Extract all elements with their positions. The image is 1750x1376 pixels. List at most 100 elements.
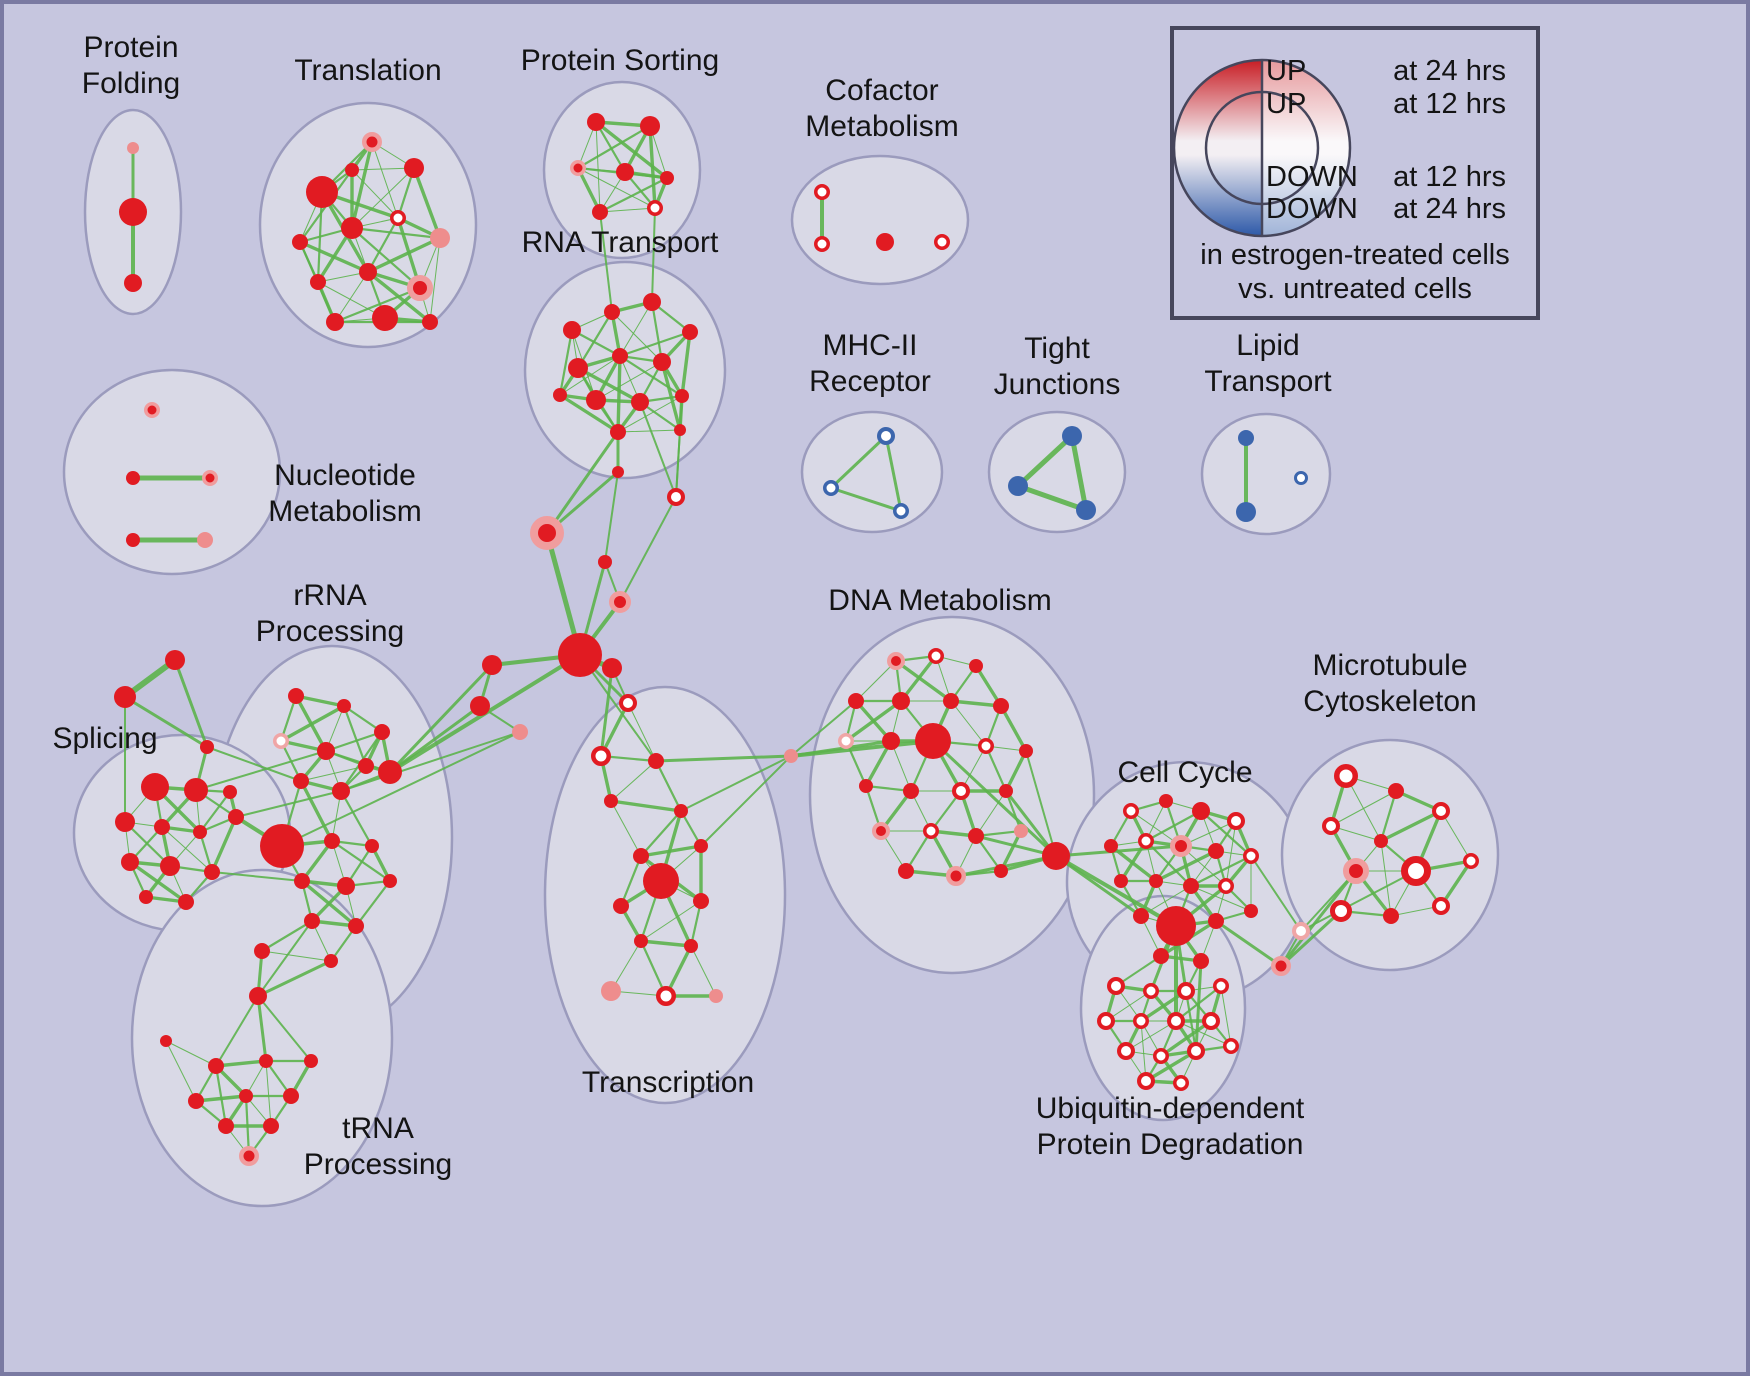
network-edge — [680, 330, 692, 398]
network-node — [1292, 922, 1310, 940]
network-node — [1170, 835, 1192, 857]
cluster-label-protein-sorting: Protein Sorting — [521, 44, 719, 77]
network-edge — [599, 666, 614, 758]
network-edge — [1379, 809, 1443, 843]
network-node — [612, 466, 624, 478]
network-node — [273, 733, 289, 749]
network-node — [823, 480, 839, 496]
network-edge — [1140, 1020, 1147, 1082]
network-node — [604, 794, 618, 808]
network-node — [1114, 874, 1128, 888]
network-node — [892, 692, 910, 710]
network-node — [1133, 908, 1149, 924]
network-node — [859, 779, 873, 793]
network-node — [872, 822, 890, 840]
legend-direction-1: UP — [1266, 88, 1306, 120]
network-edge — [294, 694, 346, 708]
network-edge — [1025, 750, 1057, 857]
network-edge — [1220, 985, 1232, 1047]
legend-direction-3: DOWN — [1266, 193, 1358, 225]
network-node — [1244, 904, 1258, 918]
network-node — [1062, 426, 1082, 446]
network-node — [293, 773, 309, 789]
cluster-label-mhc-ii-receptor: MHC-II — [823, 329, 918, 362]
network-edge — [690, 945, 717, 997]
cluster-ellipse-rna-transport — [523, 260, 727, 480]
network-node — [204, 864, 220, 880]
network-node — [121, 853, 139, 871]
network-node — [1042, 842, 1070, 870]
network-node — [1223, 1038, 1239, 1054]
network-edge — [211, 871, 303, 882]
network-node — [946, 866, 966, 886]
network-edge — [617, 429, 681, 433]
legend-caption-1: vs. untreated cells — [1238, 273, 1472, 305]
network-node — [193, 825, 207, 839]
network-edge — [351, 167, 415, 229]
network-node — [1183, 878, 1199, 894]
network-node — [602, 658, 622, 678]
network-edge — [165, 1040, 217, 1067]
network-edge — [651, 207, 656, 303]
network-node — [978, 738, 994, 754]
cluster-label-cofactor-metabolism: Metabolism — [805, 110, 958, 143]
network-node — [362, 132, 382, 152]
network-edge — [260, 919, 314, 953]
network-node — [1153, 948, 1169, 964]
network-node — [324, 833, 340, 849]
network-node — [1153, 1048, 1169, 1064]
network-edge — [616, 354, 622, 434]
network-edge — [342, 704, 368, 768]
network-edge — [559, 355, 621, 396]
legend-caption-0: in estrogen-treated cells — [1200, 239, 1510, 271]
network-node — [612, 348, 628, 364]
cluster-label-lipid-transport: Transport — [1204, 365, 1332, 398]
network-node — [223, 785, 237, 799]
network-edge — [412, 166, 442, 240]
cluster-label-nucleotide-metabolism: Metabolism — [268, 495, 421, 528]
network-node — [631, 393, 649, 411]
network-edge — [610, 800, 642, 857]
network-node — [1322, 817, 1340, 835]
network-edge — [675, 429, 681, 498]
network-edge — [999, 704, 1028, 753]
network-edge — [1379, 789, 1398, 843]
network-edge — [639, 939, 668, 998]
network-edge — [366, 236, 442, 274]
network-node — [882, 732, 900, 750]
network-node — [359, 263, 377, 281]
network-node — [141, 773, 169, 801]
network-node — [1014, 824, 1028, 838]
network-node — [324, 954, 338, 968]
cluster-label-microtubule-cytoskeleton: Microtubule — [1312, 649, 1467, 682]
network-node — [337, 699, 351, 713]
legend-box — [1170, 26, 1540, 320]
network-edge — [1199, 809, 1253, 858]
network-node — [587, 113, 605, 131]
network-node — [1334, 764, 1358, 788]
network-node — [1137, 1072, 1155, 1090]
legend-time-1: at 12 hrs — [1393, 88, 1506, 120]
network-edge — [388, 704, 482, 774]
network-edge — [594, 120, 669, 180]
network-node — [586, 390, 606, 410]
network-node — [422, 314, 438, 330]
network-node — [1432, 897, 1450, 915]
network-node — [634, 934, 648, 948]
network-node — [1432, 802, 1450, 820]
network-edge — [931, 739, 1058, 858]
network-edge — [279, 704, 346, 743]
network-edge — [1330, 790, 1397, 827]
network-edge — [324, 730, 384, 753]
network-node — [893, 503, 909, 519]
network-edge — [577, 167, 656, 209]
network-edge — [350, 140, 374, 230]
network-node — [200, 740, 214, 754]
cluster-ellipse-lipid-transport — [1200, 412, 1332, 536]
network-edge — [235, 790, 342, 818]
network-node — [358, 758, 374, 774]
network-node — [390, 210, 406, 226]
network-edge — [617, 395, 683, 433]
network-edge — [1190, 885, 1252, 912]
